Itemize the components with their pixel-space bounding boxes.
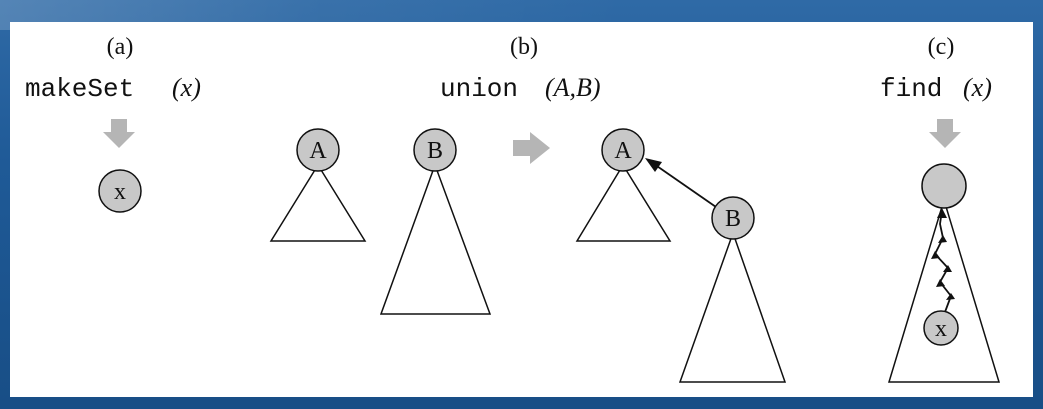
svg-text:x: x xyxy=(935,316,947,342)
tree-b-right xyxy=(678,230,787,383)
node-b-right: B xyxy=(711,196,755,240)
node-x-a: x xyxy=(98,169,142,213)
find-func: find xyxy=(880,74,942,104)
tree-a-left xyxy=(269,163,367,242)
find-path xyxy=(931,208,955,313)
down-arrow-icon-c xyxy=(929,119,961,148)
node-x-c: x xyxy=(923,310,959,346)
union-arg: (A,B) xyxy=(545,73,601,102)
tree-b-left xyxy=(379,162,492,315)
node-a-left: A xyxy=(296,128,340,172)
right-arrow-icon-b xyxy=(513,132,550,164)
diagram-panel xyxy=(10,22,1033,397)
down-arrow-icon-a xyxy=(103,119,135,148)
svg-text:B: B xyxy=(725,206,741,232)
link-arrow-b-to-a xyxy=(645,158,717,208)
node-a-right: A xyxy=(601,128,645,172)
node-root-c xyxy=(921,163,967,209)
svg-text:x: x xyxy=(114,179,126,205)
svg-text:B: B xyxy=(427,138,443,164)
find-arg: (x) xyxy=(963,73,992,102)
panel-c-label: (c) xyxy=(928,34,955,60)
makeset-arg: (x) xyxy=(172,73,201,102)
svg-text:A: A xyxy=(614,138,632,164)
panel-a-label: (a) xyxy=(107,34,134,60)
panel-b-label: (b) xyxy=(510,34,538,60)
makeset-func: makeSet xyxy=(25,74,134,104)
node-b-left: B xyxy=(413,128,457,172)
svg-text:A: A xyxy=(309,138,327,164)
tree-find xyxy=(887,197,1001,383)
union-func: union xyxy=(440,74,518,104)
tree-a-right xyxy=(575,163,672,242)
